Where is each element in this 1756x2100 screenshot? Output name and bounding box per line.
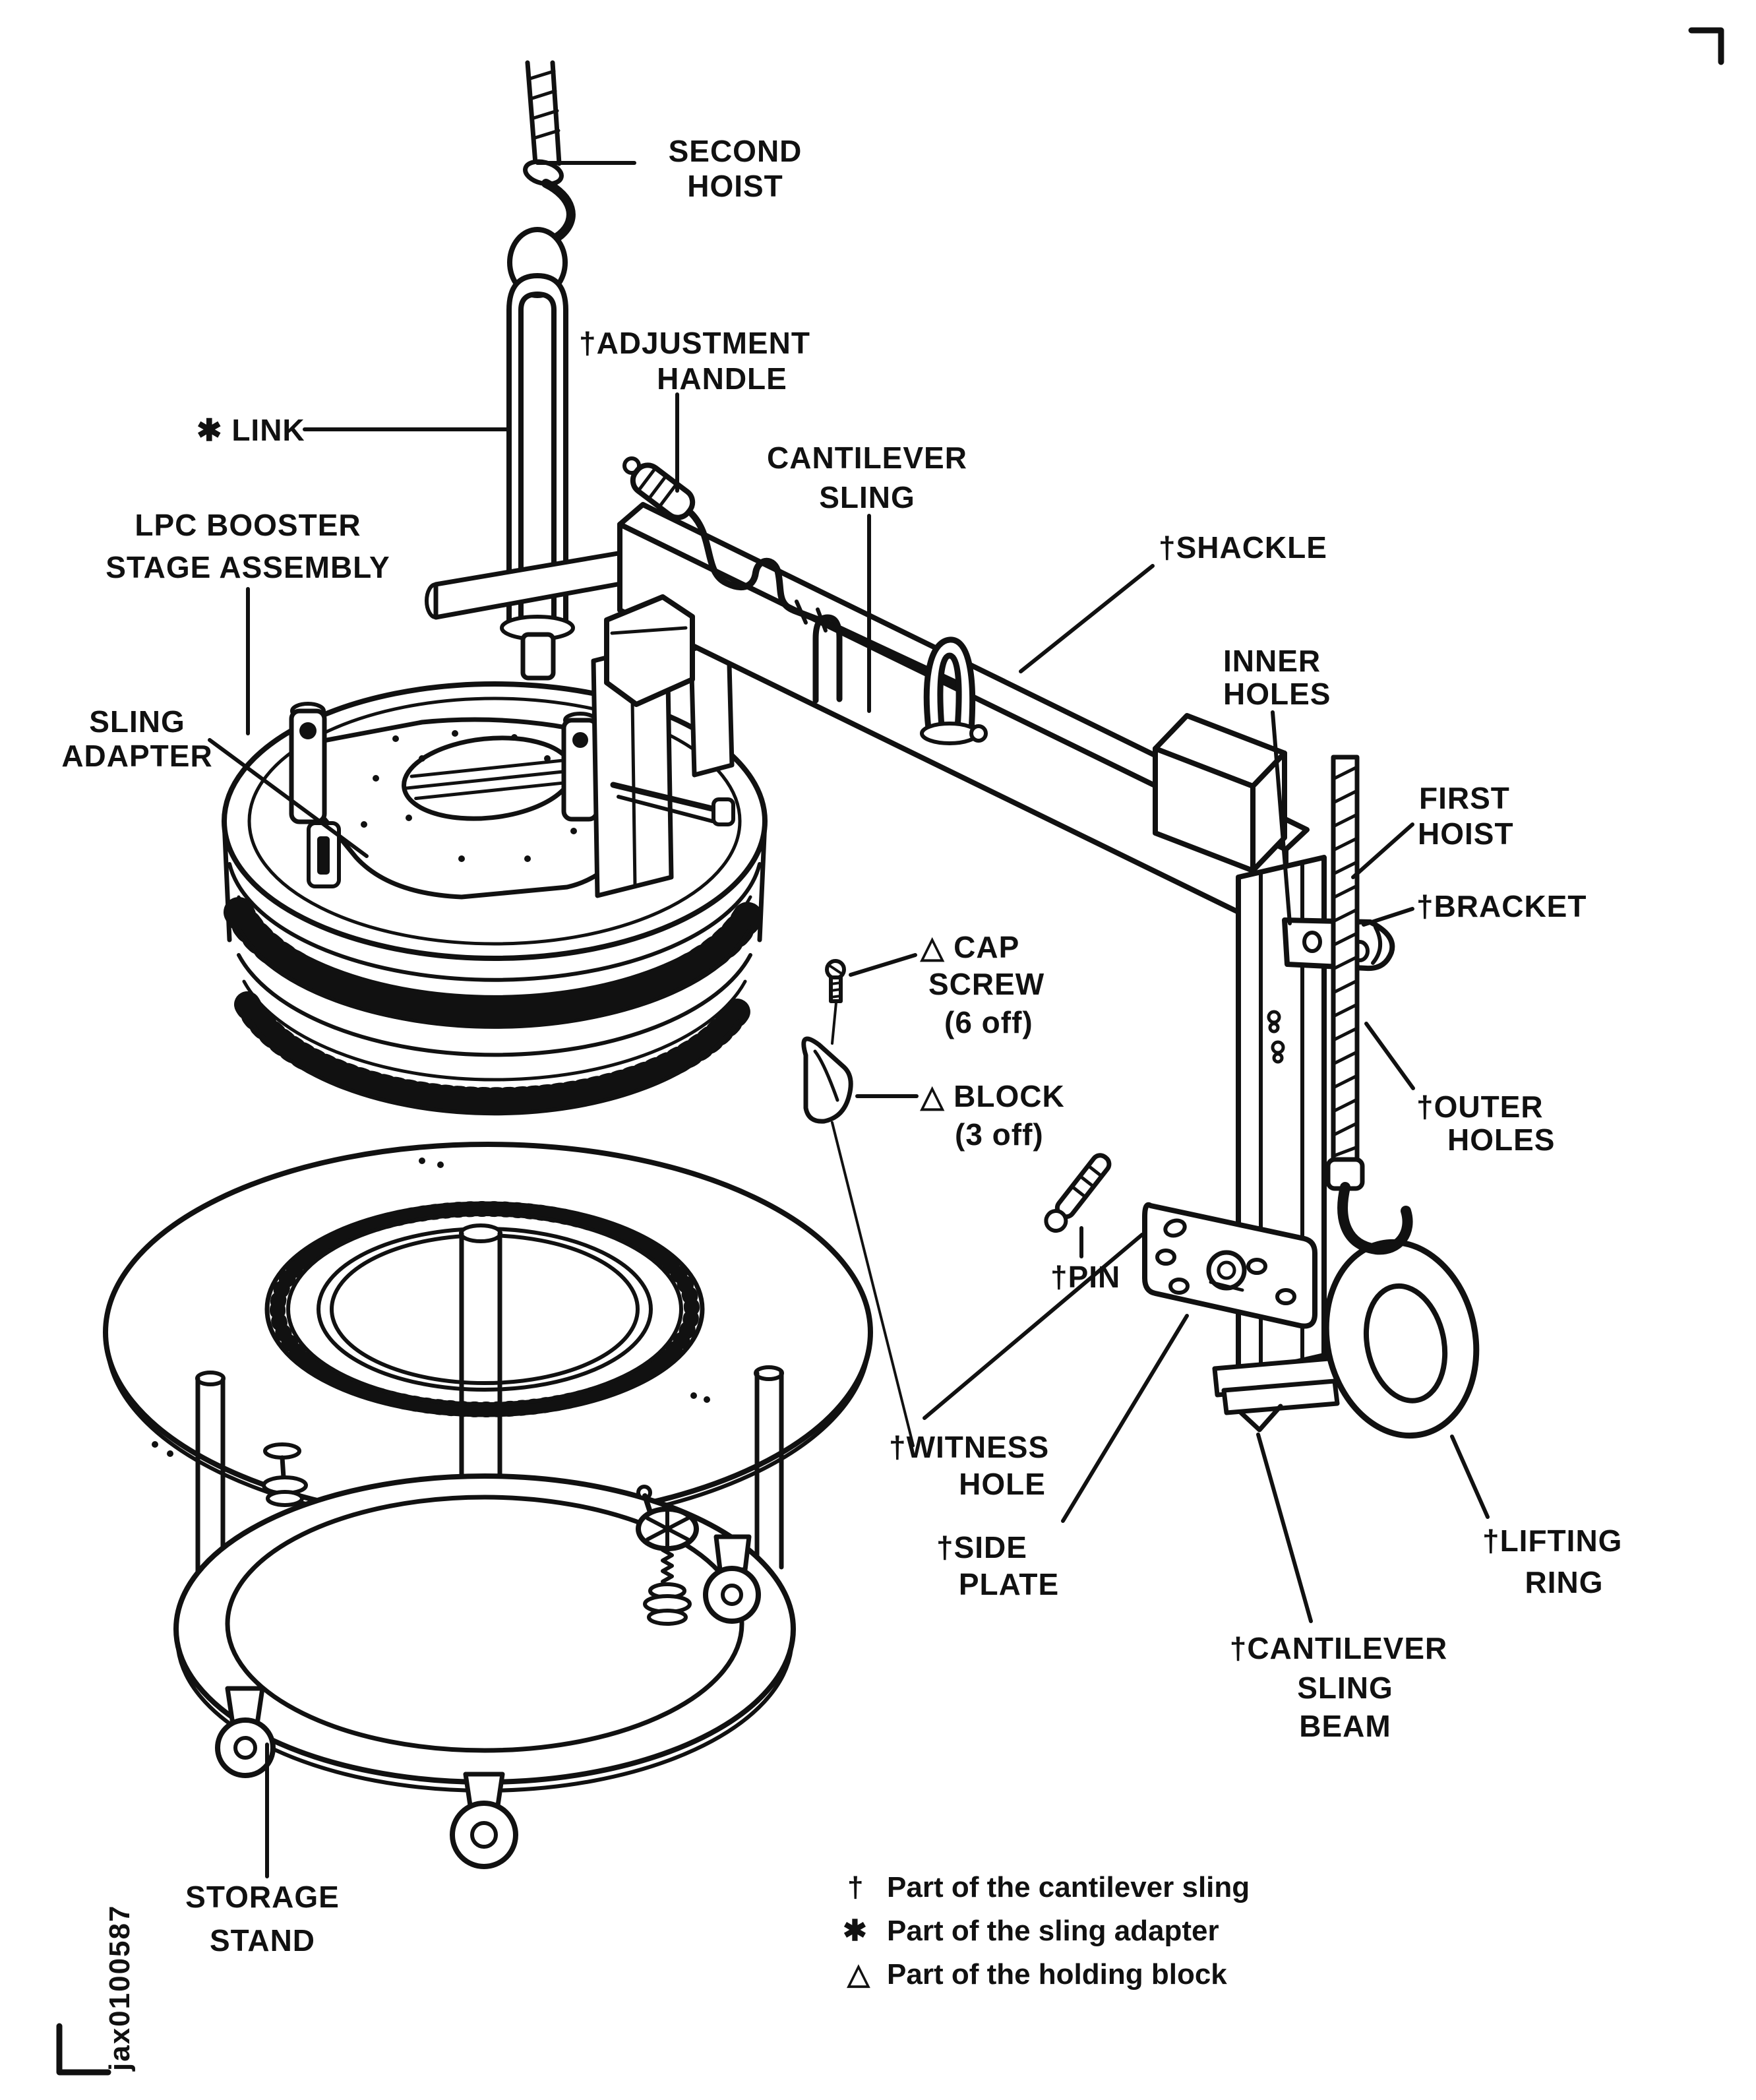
first-hoist-rope-drawing (1325, 755, 1365, 1191)
leader-shackle (1019, 564, 1155, 673)
leader-lifting-ring (1450, 1435, 1490, 1519)
hook-drawing (1337, 1182, 1413, 1255)
label-first-hoist-line-2: HOIST (1418, 817, 1514, 851)
label-side-plate-line-2: PLATE (959, 1567, 1059, 1601)
adjustment-handle-drawing (622, 456, 974, 704)
leader-sling-adapter (208, 738, 369, 858)
stand-caster-right (703, 1534, 761, 1624)
label-cantilever-sling-line-2: SLING (819, 480, 915, 514)
lifting-ring-drawing (1323, 1182, 1480, 1439)
label-cap-screw-line-1: △ CAP (919, 930, 1019, 964)
label-link: ✱ LINK (197, 413, 305, 447)
block-position-line (831, 1121, 915, 1447)
label-sling-adapter-line-1: SLING (89, 704, 185, 739)
stand-screw-jack (636, 1485, 699, 1626)
leader-outer-holes (1364, 1022, 1415, 1090)
label-storage-stand-line-1: STORAGE (185, 1880, 340, 1914)
label-cantilever-sling-beam-line-1: †CANTILEVER (1230, 1631, 1447, 1665)
beam-adjuster-box-drawing (1153, 713, 1287, 873)
legend-symbol-dagger: † (847, 1871, 863, 1903)
label-lpc-booster-line-2: STAGE ASSEMBLY (106, 550, 390, 584)
stand-caster-center (450, 1772, 518, 1869)
label-block-line-1: △ BLOCK (919, 1079, 1065, 1113)
leader-first-hoist (1351, 822, 1414, 879)
stand-caster-left (215, 1686, 276, 1778)
labels: SECOND HOIST †ADJUSTMENT HANDLE ✱ LINK L… (61, 134, 1622, 1958)
corner-mark-top-right (1688, 27, 1724, 65)
label-lifting-ring-line-2: RING (1525, 1565, 1604, 1599)
leader-bracket (1362, 907, 1414, 927)
leader-witness-hole (923, 1233, 1144, 1420)
pin-drawing (1044, 1153, 1112, 1233)
label-sling-adapter-line-2: ADAPTER (61, 739, 212, 773)
label-adjustment-handle-line-1: †ADJUSTMENT (579, 326, 810, 360)
label-side-plate-line-1: †SIDE (936, 1530, 1027, 1564)
cap-screw-drawing (825, 959, 846, 1003)
storage-stand-drawing (103, 1142, 873, 1869)
leader-cap-screw (849, 953, 917, 977)
leader-lines (208, 161, 1490, 1878)
label-cantilever-sling-beam-line-2: SLING (1297, 1671, 1393, 1705)
label-second-hoist-line-2: HOIST (687, 169, 783, 203)
label-first-hoist-line-1: FIRST (1419, 781, 1510, 815)
stand-plate-dots (152, 1158, 710, 1457)
label-witness-hole-line-1: †WITNESS (889, 1430, 1049, 1464)
legend-text-holding-block: Part of the holding block (887, 1958, 1227, 1991)
label-second-hoist-line-1: SECOND (669, 134, 802, 168)
leader-inner-holes (1271, 710, 1292, 925)
label-lpc-booster-line-1: LPC BOOSTER (135, 508, 361, 542)
label-pin: †PIN (1050, 1260, 1120, 1294)
sling-adapter-drawing (289, 637, 735, 900)
label-cantilever-sling-line-1: CANTILEVER (767, 441, 967, 475)
label-outer-holes-line-1: †OUTER (1416, 1090, 1544, 1124)
legend: † Part of the cantilever sling ✱ Part of… (843, 1871, 1250, 1991)
label-cantilever-sling-beam-line-3: BEAM (1299, 1709, 1391, 1743)
label-storage-stand-line-2: STAND (210, 1923, 315, 1958)
corner-mark-bottom-left (56, 2023, 111, 2076)
label-inner-holes-line-2: HOLES (1223, 677, 1331, 711)
legend-symbol-asterisk: ✱ (843, 1915, 867, 1947)
stand-stipple-ring (270, 1201, 700, 1417)
label-inner-holes-line-1: INNER (1223, 644, 1321, 678)
shackle-drawing (920, 636, 988, 745)
legend-text-cantilever-sling: Part of the cantilever sling (887, 1871, 1250, 1903)
cap-screw-to-block-line (831, 1001, 837, 1045)
label-adjustment-handle-line-2: HANDLE (657, 361, 787, 396)
stand-jack-pads-left (262, 1442, 308, 1507)
label-bracket: †BRACKET (1416, 889, 1587, 923)
leader-side-plate (1061, 1314, 1189, 1523)
leader-cantilever-sling-beam (1256, 1433, 1313, 1623)
block-drawing (801, 1036, 853, 1124)
legend-symbol-triangle: △ (847, 1958, 870, 1991)
label-lifting-ring-line-1: †LIFTING (1482, 1524, 1622, 1558)
label-block-line-2: (3 off) (955, 1117, 1044, 1152)
side-plate-drawing (1142, 1202, 1317, 1329)
label-outer-holes-line-2: HOLES (1447, 1123, 1555, 1157)
legend-text-sling-adapter: Part of the sling adapter (887, 1915, 1219, 1947)
label-shackle: †SHACKLE (1159, 530, 1327, 565)
disc-serration-band-lower (234, 991, 755, 1114)
disc-serration-band-upper (224, 897, 766, 1028)
label-cap-screw-line-3: (6 off) (944, 1005, 1033, 1039)
figure-id-text: jax0100587 (104, 1905, 136, 2072)
label-cap-screw-line-2: SCREW (928, 967, 1045, 1001)
label-witness-hole-line-2: HOLE (959, 1467, 1046, 1501)
